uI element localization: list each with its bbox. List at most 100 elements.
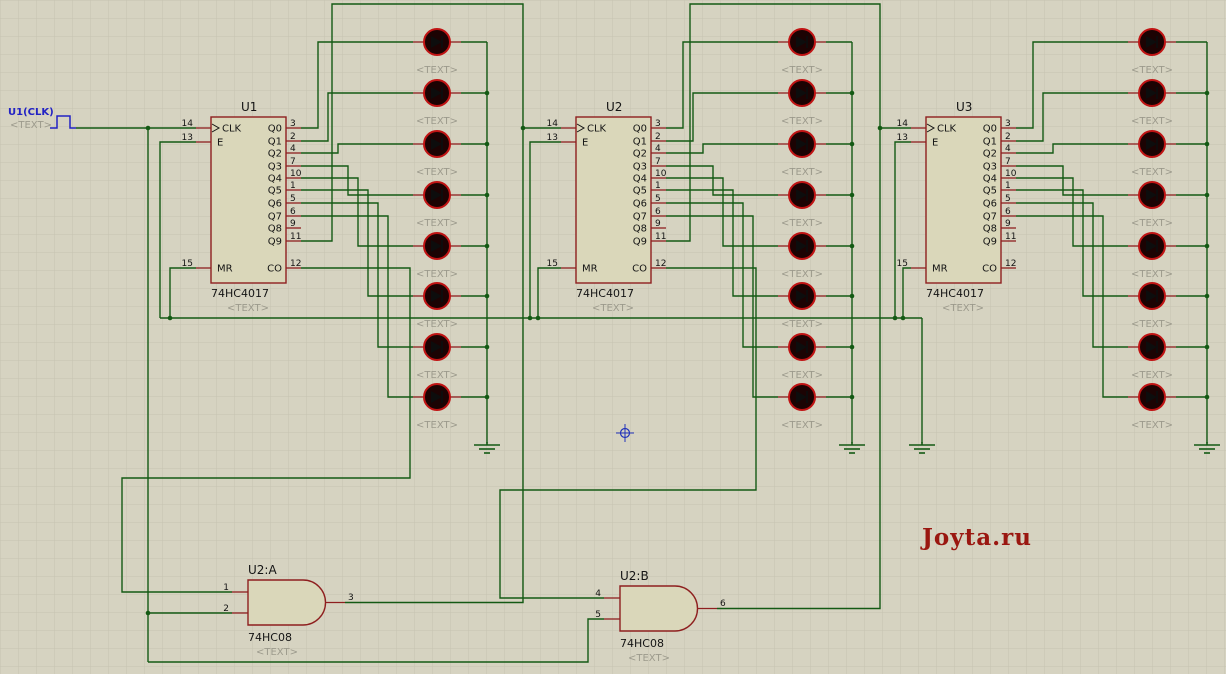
- pin-number: 10: [1005, 169, 1017, 179]
- led[interactable]: <TEXT>: [778, 333, 826, 381]
- control-net[interactable]: [894, 141, 911, 318]
- pin-number: 2: [655, 132, 661, 142]
- wire-junction: [527, 315, 533, 321]
- led[interactable]: <TEXT>: [1128, 333, 1176, 381]
- led[interactable]: <TEXT>: [1128, 232, 1176, 280]
- led[interactable]: <TEXT>: [1128, 28, 1176, 76]
- ic-body[interactable]: [925, 116, 1002, 284]
- diode-triangle-icon: [431, 341, 442, 353]
- component-ref: U2:A: [248, 563, 277, 577]
- control-net[interactable]: [169, 267, 196, 318]
- q9-net-1[interactable]: [301, 3, 524, 242]
- net-q1[interactable]: [301, 92, 413, 142]
- net-q3[interactable]: [1016, 165, 1128, 196]
- diode-triangle-icon: [796, 36, 807, 48]
- led-text: <TEXT>: [1131, 65, 1173, 76]
- pin-name: E: [217, 138, 223, 149]
- led[interactable]: <TEXT>: [1128, 383, 1176, 431]
- carry-net-1[interactable]: [121, 267, 411, 593]
- net-q0[interactable]: [666, 41, 778, 129]
- pin-number: 13: [547, 133, 558, 143]
- led[interactable]: <TEXT>: [778, 383, 826, 431]
- clock-generator[interactable]: [50, 115, 76, 129]
- net-q2[interactable]: [666, 143, 778, 154]
- ground-terminal[interactable]: [839, 442, 865, 454]
- wire-junction: [892, 315, 898, 321]
- cascade-clk-3[interactable]: [717, 127, 911, 610]
- clock-wedge-icon: [576, 123, 586, 133]
- net-q4[interactable]: [301, 177, 413, 247]
- led[interactable]: <TEXT>: [413, 130, 461, 178]
- net-q1[interactable]: [666, 92, 778, 142]
- pin-name: Q8: [983, 224, 997, 235]
- net-q7[interactable]: [301, 215, 413, 398]
- net-q0[interactable]: [301, 41, 413, 129]
- ground-terminal[interactable]: [1194, 442, 1220, 454]
- q9-net-2[interactable]: [666, 3, 881, 242]
- net-q1[interactable]: [1016, 92, 1128, 142]
- and-gate-body[interactable]: [247, 579, 327, 626]
- and-gate-body[interactable]: [619, 585, 699, 632]
- led-text: <TEXT>: [781, 370, 823, 381]
- led[interactable]: <TEXT>: [1128, 130, 1176, 178]
- pin-name: E: [932, 138, 938, 149]
- pin-number: 12: [1005, 259, 1016, 269]
- cascade-clk-2[interactable]: [345, 127, 561, 604]
- led[interactable]: <TEXT>: [413, 333, 461, 381]
- net-q6[interactable]: [301, 202, 413, 348]
- led[interactable]: <TEXT>: [1128, 282, 1176, 330]
- led[interactable]: <TEXT>: [778, 181, 826, 229]
- pin-number: 3: [655, 119, 661, 129]
- diode-triangle-icon: [796, 240, 807, 252]
- pin-number: 6: [290, 207, 296, 217]
- led[interactable]: <TEXT>: [413, 282, 461, 330]
- pin-number: 1: [223, 583, 229, 593]
- pin-number: 10: [655, 169, 667, 179]
- net-q5[interactable]: [301, 189, 413, 297]
- led[interactable]: <TEXT>: [413, 181, 461, 229]
- pin-name: Q0: [268, 124, 282, 135]
- net-q7[interactable]: [666, 215, 778, 398]
- net-q2[interactable]: [301, 143, 413, 154]
- led[interactable]: <TEXT>: [413, 79, 461, 127]
- net-q0[interactable]: [1016, 41, 1128, 129]
- led[interactable]: <TEXT>: [413, 232, 461, 280]
- led[interactable]: <TEXT>: [1128, 79, 1176, 127]
- led[interactable]: <TEXT>: [413, 383, 461, 431]
- net-q7[interactable]: [1016, 215, 1128, 398]
- clock-wedge-icon: [211, 123, 221, 133]
- led[interactable]: <TEXT>: [778, 28, 826, 76]
- control-net[interactable]: [529, 141, 561, 318]
- led[interactable]: <TEXT>: [413, 28, 461, 76]
- control-net[interactable]: [902, 267, 911, 318]
- net-q6[interactable]: [1016, 202, 1128, 348]
- net-q2[interactable]: [1016, 143, 1128, 154]
- net-q3[interactable]: [301, 165, 413, 196]
- pin-number: 4: [290, 144, 296, 154]
- led[interactable]: <TEXT>: [1128, 181, 1176, 229]
- led[interactable]: <TEXT>: [778, 282, 826, 330]
- led[interactable]: <TEXT>: [778, 232, 826, 280]
- net-q4[interactable]: [1016, 177, 1128, 247]
- carry-net-2[interactable]: [499, 267, 757, 599]
- pin-name: Q6: [633, 199, 647, 210]
- ground-terminal[interactable]: [909, 442, 935, 454]
- led[interactable]: <TEXT>: [778, 79, 826, 127]
- ground-terminal[interactable]: [474, 442, 500, 454]
- net-q5[interactable]: [1016, 189, 1128, 297]
- ic-body[interactable]: [210, 116, 287, 284]
- control-net[interactable]: [159, 141, 196, 318]
- component-text: <TEXT>: [942, 303, 984, 314]
- led[interactable]: <TEXT>: [778, 130, 826, 178]
- net-q6[interactable]: [666, 202, 778, 348]
- control-net[interactable]: [537, 267, 561, 318]
- component-ref: U2:B: [620, 569, 649, 583]
- net-q4[interactable]: [666, 177, 778, 247]
- ic-body[interactable]: [575, 116, 652, 284]
- clock-net[interactable]: [148, 618, 604, 663]
